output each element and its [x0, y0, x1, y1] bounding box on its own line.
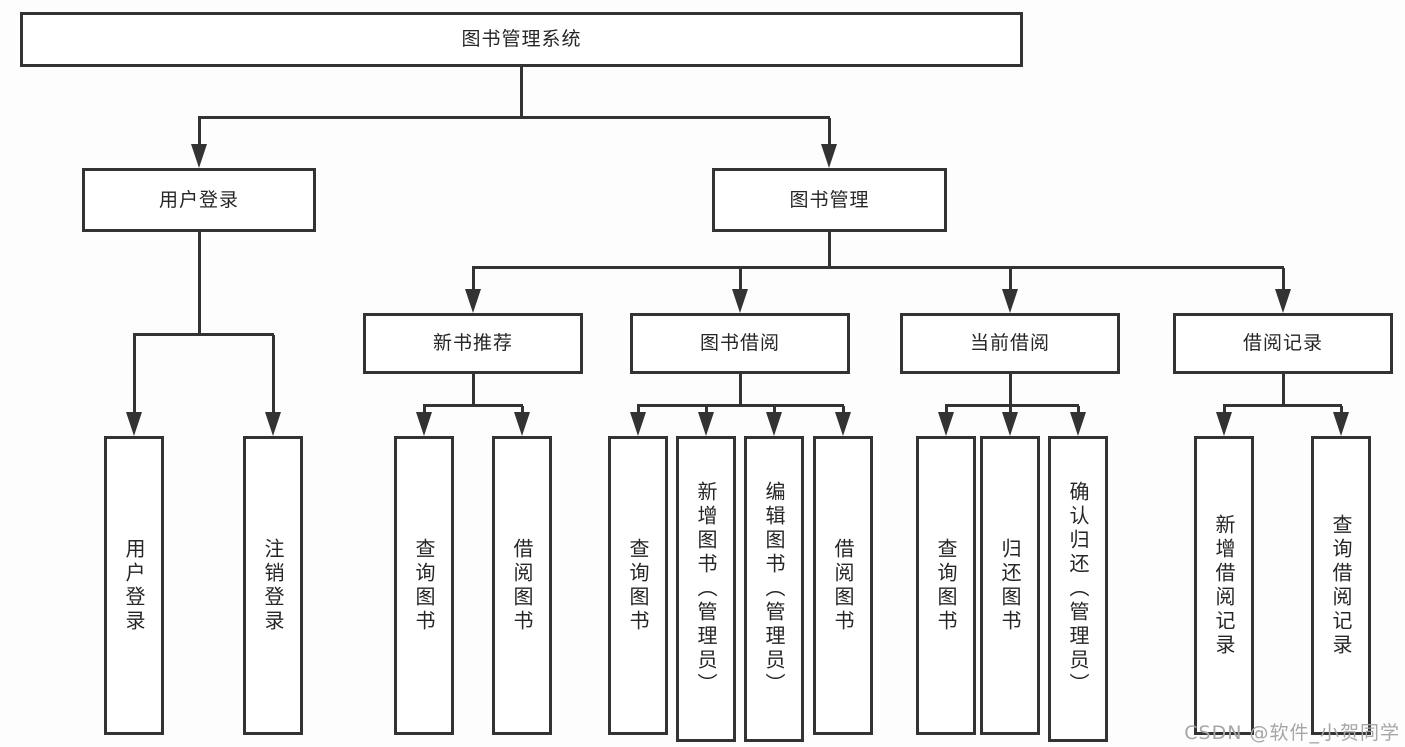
node-label: 归还图书	[998, 537, 1022, 634]
connector-line	[133, 333, 274, 336]
connector-line	[1282, 374, 1285, 406]
arrow-down-icon	[126, 412, 142, 436]
arrow-down-icon	[1333, 412, 1349, 436]
node-label: 借阅图书	[510, 537, 534, 634]
node-label: 图书管理	[789, 188, 870, 211]
node-label: 编辑图书（管理员）	[762, 481, 786, 697]
node-leaf-edit-book-admin: 编辑图书（管理员）	[744, 436, 804, 742]
connector-line	[1223, 404, 1342, 407]
node-leaf-query-book: 查询图书	[394, 436, 454, 735]
node-current-borrowing: 当前借阅	[900, 313, 1120, 374]
node-leaf-logout: 注销登录	[243, 436, 303, 735]
connector-line	[1282, 268, 1285, 291]
arrow-down-icon	[191, 144, 207, 168]
node-user-login: 用户登录	[82, 168, 316, 232]
connector-line	[1009, 406, 1012, 414]
node-label: 新增图书（管理员）	[694, 481, 718, 697]
connector-line	[739, 374, 742, 406]
arrow-down-icon	[1275, 289, 1291, 313]
arrow-down-icon	[732, 289, 748, 313]
connector-line	[472, 268, 475, 291]
node-label: 注销登录	[261, 537, 285, 634]
connector-line	[828, 118, 831, 146]
arrow-down-icon	[265, 412, 281, 436]
node-borrowing-records: 借阅记录	[1173, 313, 1393, 374]
connector-line	[945, 404, 1079, 407]
arrow-down-icon	[1002, 412, 1018, 436]
node-leaf-return-book: 归还图书	[980, 436, 1040, 735]
node-label: 用户登录	[122, 537, 146, 634]
connector-line	[198, 116, 830, 119]
connector-line	[842, 406, 845, 414]
node-label: 用户登录	[158, 188, 239, 211]
node-label: 新书推荐	[432, 332, 513, 355]
connector-line	[773, 406, 776, 414]
connector-line	[1340, 406, 1343, 414]
node-leaf-borrow-book: 借阅图书	[813, 436, 873, 735]
node-leaf-borrow-book: 借阅图书	[492, 436, 552, 735]
arrow-down-icon	[1002, 289, 1018, 313]
node-leaf-add-borrow-record: 新增借阅记录	[1194, 436, 1254, 735]
connector-line	[705, 406, 708, 414]
connector-line	[945, 406, 948, 414]
node-leaf-query-book: 查询图书	[608, 436, 668, 735]
node-label: 确认归还（管理员）	[1066, 481, 1090, 697]
node-leaf-query-borrow-record: 查询借阅记录	[1311, 436, 1371, 735]
arrow-down-icon	[698, 412, 714, 436]
node-label: 新增借阅记录	[1212, 513, 1236, 658]
node-label: 图书借阅	[699, 332, 780, 355]
node-label: 借阅记录	[1242, 332, 1323, 355]
node-label: 查询图书	[934, 537, 958, 634]
node-label: 查询图书	[626, 537, 650, 634]
arrow-down-icon	[835, 412, 851, 436]
connector-line	[472, 374, 475, 406]
node-label: 查询图书	[412, 537, 436, 634]
node-new-book-recommendation: 新书推荐	[363, 313, 583, 374]
connector-line	[1009, 268, 1012, 291]
connector-line	[198, 232, 201, 335]
connector-line	[1223, 406, 1226, 414]
node-leaf-user-login: 用户登录	[104, 436, 164, 735]
node-label: 图书管理系统	[461, 28, 582, 51]
connector-line	[739, 268, 742, 291]
node-label: 当前借阅	[969, 332, 1050, 355]
csdn-watermark: CSDN @软件_小贺同学	[1184, 722, 1400, 744]
node-leaf-add-book-admin: 新增图书（管理员）	[676, 436, 736, 742]
arrow-down-icon	[465, 289, 481, 313]
arrow-down-icon	[938, 412, 954, 436]
connector-line	[1077, 406, 1080, 414]
connector-line	[472, 266, 1284, 269]
arrow-down-icon	[766, 412, 782, 436]
connector-line	[520, 67, 523, 118]
connector-line	[521, 406, 524, 414]
node-label: 借阅图书	[831, 537, 855, 634]
node-leaf-query-book: 查询图书	[916, 436, 976, 735]
node-book-management: 图书管理	[712, 168, 947, 232]
arrow-down-icon	[514, 412, 530, 436]
arrow-down-icon	[1216, 412, 1232, 436]
arrow-down-icon	[1070, 412, 1086, 436]
node-leaf-confirm-return-admin: 确认归还（管理员）	[1048, 436, 1108, 742]
arrow-down-icon	[821, 144, 837, 168]
arrow-down-icon	[630, 412, 646, 436]
connector-line	[637, 404, 844, 407]
node-book-borrowing: 图书借阅	[630, 313, 850, 374]
connector-line	[272, 335, 275, 414]
connector-line	[637, 406, 640, 414]
connector-line	[423, 406, 426, 414]
connector-line	[198, 118, 201, 146]
connector-line	[828, 232, 831, 268]
connector-line	[1009, 374, 1012, 406]
arrow-down-icon	[416, 412, 432, 436]
connector-line	[133, 335, 136, 414]
node-label: 查询借阅记录	[1329, 513, 1353, 658]
connector-line	[423, 404, 523, 407]
node-library-management-system: 图书管理系统	[20, 12, 1023, 67]
